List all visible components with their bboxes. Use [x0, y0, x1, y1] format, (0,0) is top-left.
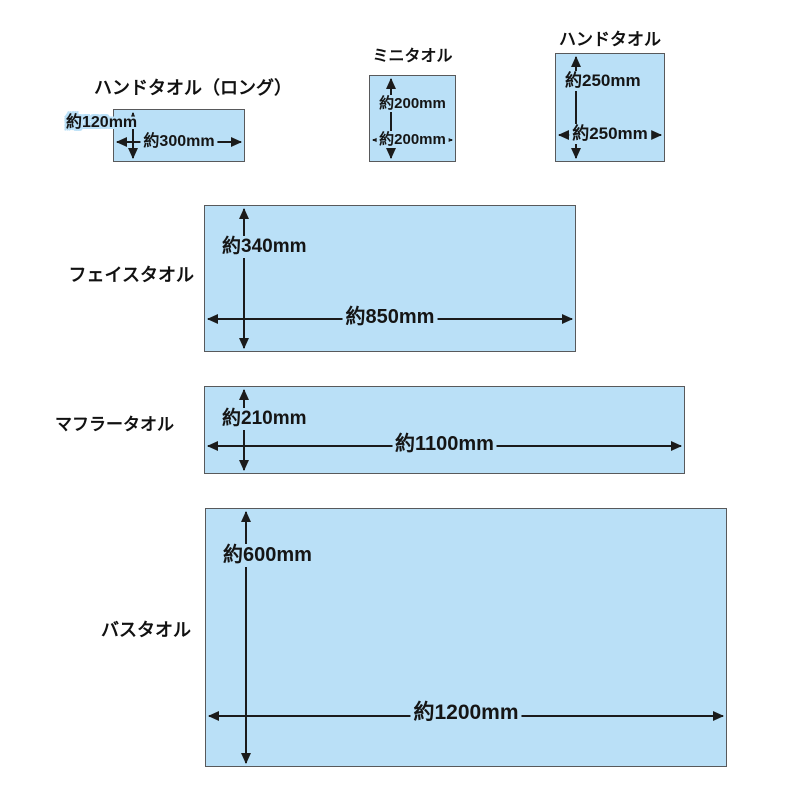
towel-name-label: フェイスタオル	[68, 265, 194, 285]
towel-name-label: ハンドタオル	[559, 30, 661, 49]
height-arrow-line	[245, 512, 247, 763]
arrow-up-icon	[571, 56, 581, 67]
arrow-left-icon	[208, 711, 219, 721]
arrow-down-icon	[128, 148, 138, 159]
towel-mini-towel: ミニタオル 約200mm 約200mm	[369, 48, 456, 162]
width-dimension-label: 約300mm	[140, 133, 218, 152]
arrow-left-icon	[116, 137, 127, 147]
arrow-right-icon	[231, 137, 242, 147]
arrow-right-icon	[651, 130, 662, 140]
arrow-up-icon	[241, 511, 251, 522]
width-dimension-label: 約850mm	[342, 306, 438, 329]
towel-name-label: ミニタオル	[372, 48, 453, 65]
towel-hand-towel-long: ハンドタオル（ロング） 約120mm 約300mm	[66, 78, 292, 162]
towel-muffler-towel: マフラータオル 約210mm 約1100mm	[55, 386, 685, 474]
arrow-up-icon	[239, 389, 249, 400]
arrow-right-icon	[562, 314, 573, 324]
arrow-right-icon	[713, 711, 724, 721]
width-dimension-label: 約1100mm	[392, 433, 497, 456]
towel-bath-towel: バスタオル 約600mm 約1200mm	[101, 508, 727, 767]
height-dimension-label: 約120mm	[66, 114, 138, 131]
width-dimension-label: 約250mm	[569, 124, 651, 144]
height-dimension-label: 約210mm	[219, 408, 310, 430]
towel-hand-towel: ハンドタオル 約250mm 約250mm	[555, 30, 665, 162]
arrow-down-icon	[239, 460, 249, 471]
height-dimension-label: 約340mm	[219, 236, 310, 258]
arrow-up-icon	[386, 78, 396, 89]
height-dimension-label: 約250mm	[562, 71, 644, 91]
height-dimension-label: 約600mm	[220, 544, 315, 567]
height-arrow-line	[132, 113, 134, 158]
height-dimension-label: 約200mm	[376, 95, 449, 113]
arrow-left-icon	[207, 314, 218, 324]
arrow-up-icon	[239, 208, 249, 219]
arrow-left-icon	[558, 130, 569, 140]
arrow-down-icon	[239, 338, 249, 349]
arrow-down-icon	[241, 753, 251, 764]
towel-face-towel: フェイスタオル 約340mm 約850mm	[69, 205, 576, 352]
arrow-up-icon	[128, 112, 138, 123]
height-arrow-line	[390, 79, 392, 158]
towel-name-label: マフラータオル	[55, 415, 174, 434]
arrow-left-icon	[207, 441, 218, 451]
height-arrow-line	[575, 57, 577, 158]
width-dimension-label: 約200mm	[376, 131, 449, 149]
towel-name-label: バスタオル	[101, 620, 191, 640]
height-arrow-line	[243, 390, 245, 470]
arrow-down-icon	[386, 148, 396, 159]
width-dimension-label: 約1200mm	[410, 701, 522, 726]
height-arrow-line	[243, 209, 245, 348]
towel-name-label: ハンドタオル（ロング）	[94, 78, 292, 98]
arrow-down-icon	[571, 148, 581, 159]
arrow-right-icon	[671, 441, 682, 451]
